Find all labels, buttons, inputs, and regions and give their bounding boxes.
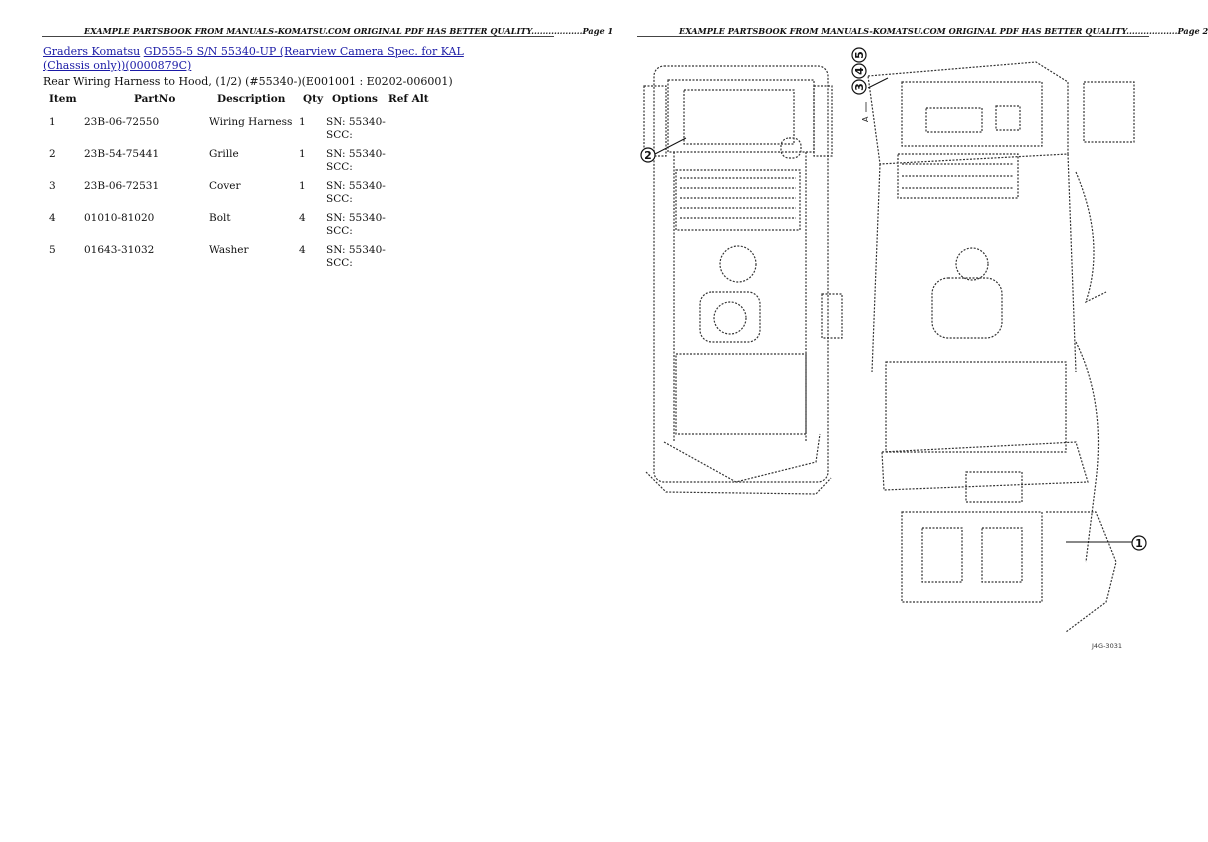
view-label-a: A xyxy=(861,116,870,122)
row-item: 3 xyxy=(49,180,56,192)
row-qty: 1 xyxy=(299,116,306,128)
side-bracket xyxy=(821,293,843,339)
right-grille xyxy=(897,153,1019,199)
row-description: Cover xyxy=(209,180,241,192)
right-box-lower xyxy=(965,471,1023,503)
row-qty: 4 xyxy=(299,212,306,224)
row-refalt xyxy=(388,142,433,174)
left-roof-panel xyxy=(683,89,795,145)
callout-3-label: 3 xyxy=(853,83,866,91)
callout-2-leader xyxy=(654,137,687,155)
breadcrumb: Graders Komatsu GD555-5 S/N 55340-UP (Re… xyxy=(43,45,483,73)
left-rear-compartment xyxy=(675,353,807,435)
row-partno: 01643-31032 xyxy=(84,244,155,256)
row-partno: 23B-06-72531 xyxy=(84,180,160,192)
row-description: Washer xyxy=(209,244,249,256)
row-options: SN: 55340-SCC: xyxy=(326,180,386,205)
row-refalt xyxy=(388,238,433,270)
left-engine-circle xyxy=(719,245,757,283)
left-rear-counterweight xyxy=(663,433,821,483)
row-options: SN: 55340-SCC: xyxy=(326,244,386,269)
right-side-panel xyxy=(1083,81,1135,143)
callout-5: 5 xyxy=(851,47,867,63)
callout-4: 4 xyxy=(851,63,867,79)
callout-2-label: 2 xyxy=(644,149,652,162)
breadcrumb-category-link[interactable]: Graders Komatsu xyxy=(43,45,141,58)
col-refalt-header: Ref Alt xyxy=(388,93,429,105)
table-row: 2 23B-54-75441 Grille 1 SN: 55340-SCC: xyxy=(43,142,433,174)
right-cab-top xyxy=(867,61,1069,165)
row-refalt xyxy=(388,110,433,142)
row-qty: 1 xyxy=(299,148,306,160)
row-item: 2 xyxy=(49,148,56,160)
callout-1-label: 1 xyxy=(1135,537,1143,550)
callout-2: 2 xyxy=(640,147,656,163)
page1-header: EXAMPLE PARTSBOOK FROM MANUALS-KOMATSU.C… xyxy=(84,26,614,36)
callout-4-label: 4 xyxy=(853,67,866,75)
callout-3: 3 xyxy=(851,79,867,95)
right-rear-unit xyxy=(901,511,1043,603)
right-engine xyxy=(931,277,1003,339)
left-frame-outline xyxy=(653,65,829,483)
row-qty: 1 xyxy=(299,180,306,192)
col-item-header: Item xyxy=(49,93,77,105)
table-row: 1 23B-06-72550 Wiring Harness 1 SN: 5534… xyxy=(43,110,433,142)
left-side-box xyxy=(643,85,667,157)
callout-5-label: 5 xyxy=(853,51,866,59)
table-row: 4 01010-81020 Bolt 4 SN: 55340-SCC: xyxy=(43,206,433,238)
right-rear-compartment xyxy=(885,361,1067,453)
table-row: 5 01643-31032 Washer 4 SN: 55340-SCC: xyxy=(43,238,433,270)
figure-code: J4G-3031 xyxy=(1091,642,1122,650)
row-partno: 23B-54-75441 xyxy=(84,148,160,160)
row-item: 4 xyxy=(49,212,56,224)
table-row: 3 23B-06-72531 Cover 1 SN: 55340-SCC: xyxy=(43,174,433,206)
parts-table: Item PartNo Description Qty Options Ref … xyxy=(43,90,433,270)
row-partno: 01010-81020 xyxy=(84,212,155,224)
row-partno: 23B-06-72550 xyxy=(84,116,160,128)
row-description: Grille xyxy=(209,148,239,160)
row-item: 1 xyxy=(49,116,56,128)
row-item: 5 xyxy=(49,244,56,256)
parts-diagram: 2 1 3 4 5 A J4G-3031 xyxy=(640,47,1147,650)
col-partno-header: PartNo xyxy=(134,93,176,105)
col-qty-header: Qty xyxy=(303,93,324,105)
page2-header-rule xyxy=(637,36,1149,37)
row-description: Wiring Harness xyxy=(209,116,293,128)
page2-header: EXAMPLE PARTSBOOK FROM MANUALS-KOMATSU.C… xyxy=(679,26,1208,36)
row-options: SN: 55340-SCC: xyxy=(326,116,386,141)
breadcrumb-model-link[interactable]: GD555-5 S/N 55340-UP (Rearview Camera Sp… xyxy=(43,45,464,72)
left-engine-block xyxy=(699,291,761,343)
left-cab-roof xyxy=(667,79,815,153)
callout-345-leader xyxy=(867,77,889,89)
page-subtitle: Rear Wiring Harness to Hood, (1/2) (#553… xyxy=(43,75,453,88)
page1-header-rule xyxy=(42,36,554,37)
row-options: SN: 55340-SCC: xyxy=(326,212,386,237)
row-refalt xyxy=(388,206,433,238)
row-description: Bolt xyxy=(209,212,231,224)
right-frame-sides xyxy=(871,153,1077,373)
right-cab-panel xyxy=(901,81,1043,147)
wiring-harness-route xyxy=(1046,511,1117,633)
row-qty: 4 xyxy=(299,244,306,256)
col-description-header: Description xyxy=(217,93,286,105)
row-refalt xyxy=(388,174,433,206)
right-side-box xyxy=(813,85,833,157)
row-options: SN: 55340-SCC: xyxy=(326,148,386,173)
callout-1: 1 xyxy=(1131,535,1147,551)
col-options-header: Options xyxy=(332,92,378,105)
left-grille xyxy=(675,169,801,231)
table-header-row: Item PartNo Description Qty Options Ref … xyxy=(43,90,433,110)
